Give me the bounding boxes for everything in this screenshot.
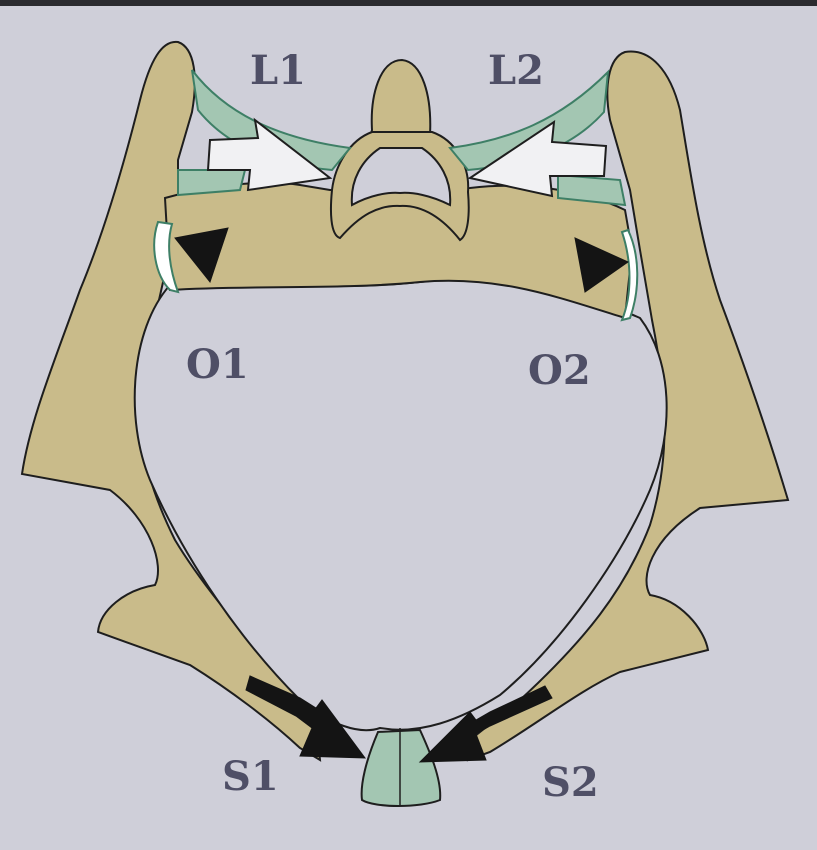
label-O2: O2: [528, 347, 591, 394]
label-S1: S1: [222, 753, 279, 800]
label-S2: S2: [542, 759, 599, 806]
pubic-symphysis: [362, 730, 441, 806]
left-sacroiliac-cartilage: [178, 170, 245, 195]
label-L1: L1: [250, 47, 306, 94]
diagram-drawing: L1 L2 O1 O2 S1 S2: [22, 42, 788, 806]
label-O1: O1: [186, 341, 249, 388]
label-L2: L2: [488, 47, 544, 94]
diagram-stage: L1 L2 O1 O2 S1 S2: [0, 6, 817, 850]
pelvis-diagram: L1 L2 O1 O2 S1 S2: [0, 6, 817, 850]
